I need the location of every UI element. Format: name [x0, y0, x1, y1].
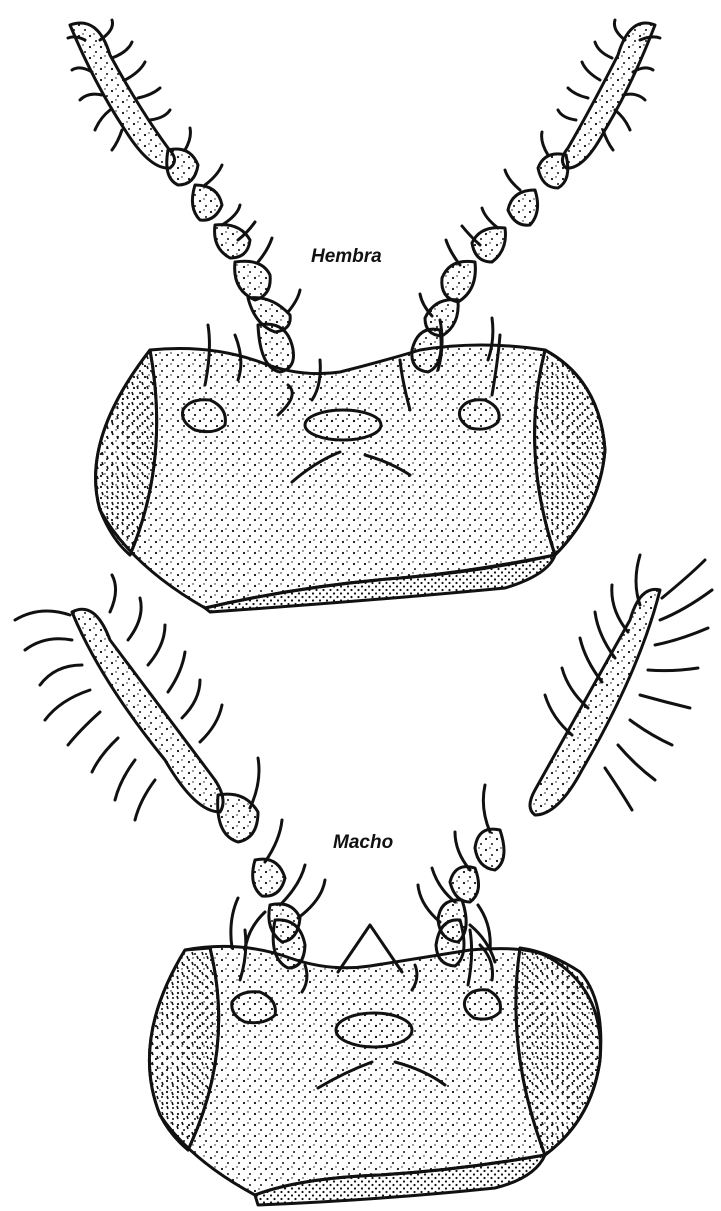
male-left-antenna: [15, 575, 325, 968]
female-central-ocellus: [305, 410, 381, 440]
female-left-antenna: [68, 20, 300, 372]
male-label: Macho: [333, 832, 393, 853]
female-left-ocellus: [183, 400, 226, 432]
male-central-ocellus: [336, 1013, 412, 1047]
male-left-ocellus: [232, 992, 276, 1023]
male-right-ocellus: [464, 990, 500, 1019]
female-label: Hembra: [311, 246, 382, 267]
female-right-ocellus: [459, 400, 499, 429]
female-head: [68, 20, 660, 612]
male-right-antenna: [418, 555, 712, 966]
male-head: [15, 555, 712, 1205]
female-right-antenna: [412, 20, 660, 372]
